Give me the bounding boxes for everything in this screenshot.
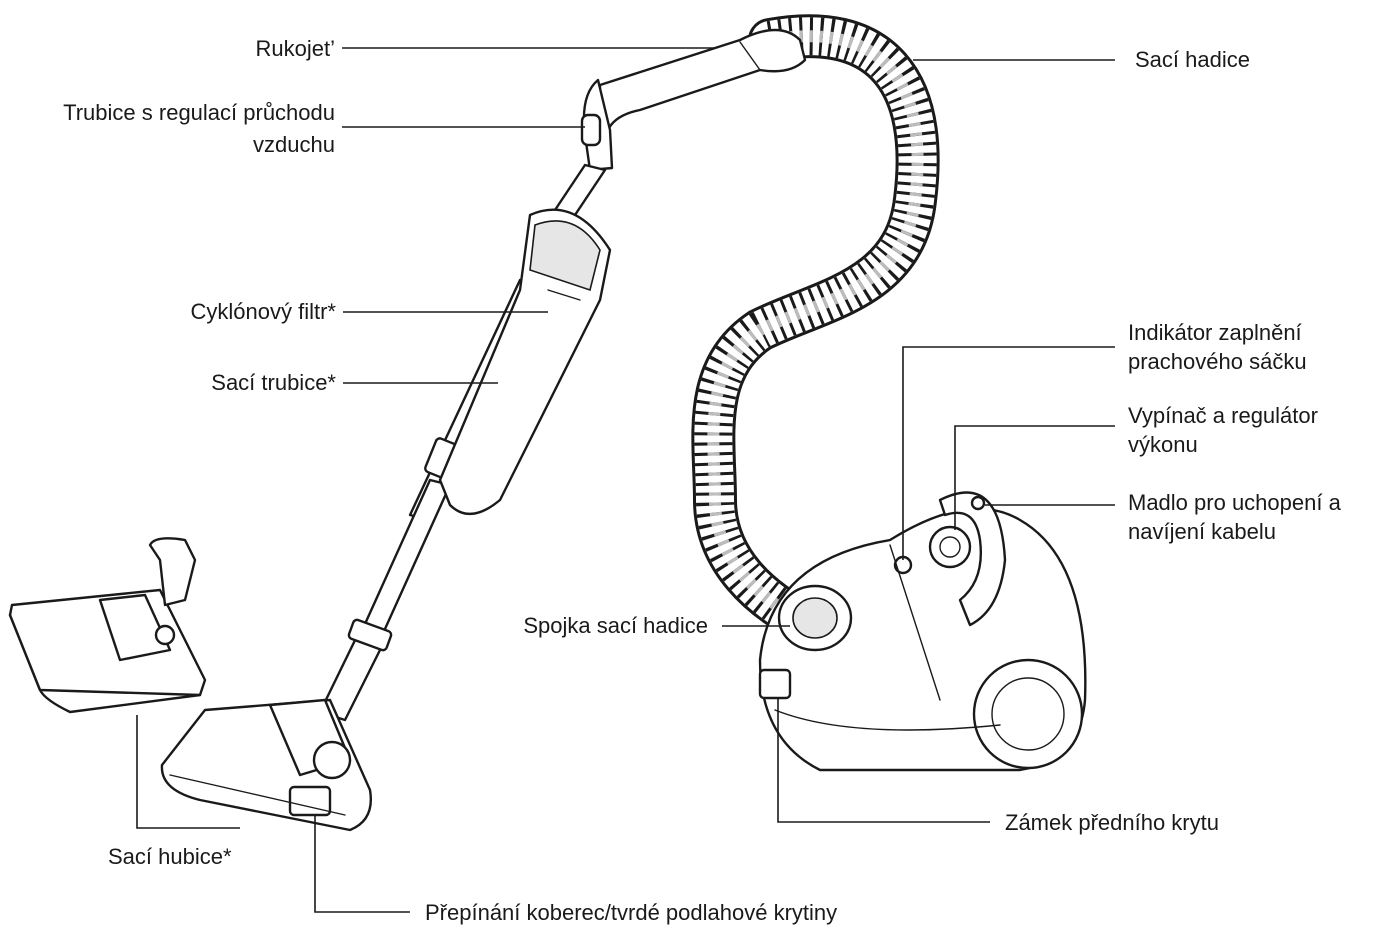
label-airflow-line1: Trubice s regulací průchodu bbox=[63, 100, 335, 125]
label-floor-switch: Přepínání koberec/tvrdé podlahové krytin… bbox=[425, 900, 838, 925]
cover-lock-icon bbox=[758, 668, 792, 700]
carry-handle-icon bbox=[938, 491, 1007, 627]
label-tube: Sací trubice* bbox=[211, 370, 336, 395]
airflow-slider-icon bbox=[580, 113, 602, 147]
label-indicator-line1: Indikátor zaplnění bbox=[1128, 320, 1302, 345]
suction-hose bbox=[691, 14, 940, 647]
label-airflow-line2: vzduchu bbox=[253, 132, 335, 157]
label-cyclone: Cyklónový filtr* bbox=[190, 299, 336, 324]
wheel-icon bbox=[972, 658, 1084, 770]
floor-switch-icon bbox=[288, 785, 332, 817]
power-dial-icon bbox=[928, 525, 972, 569]
cyclone-filter-part bbox=[438, 208, 612, 515]
label-power-line1: Vypínač a regulátor bbox=[1128, 403, 1318, 428]
handle-part bbox=[580, 28, 807, 172]
label-cover-lock: Zámek předního krytu bbox=[1005, 810, 1219, 835]
label-handle: Rukojet’ bbox=[255, 36, 335, 61]
label-nozzle: Sací hubice* bbox=[108, 844, 232, 869]
vacuum-body bbox=[758, 491, 1087, 772]
leader-lines bbox=[136, 47, 1115, 913]
floor-nozzle-detached bbox=[8, 537, 207, 714]
label-hose: Sací hadice bbox=[1135, 47, 1250, 72]
label-indicator-line2: prachového sáčku bbox=[1128, 349, 1307, 374]
label-carry-line1: Madlo pro uchopení a bbox=[1128, 490, 1341, 515]
label-coupling: Spojka sací hadice bbox=[523, 613, 708, 638]
label-power-line2: výkonu bbox=[1128, 432, 1198, 457]
label-carry-line2: navíjení kabelu bbox=[1128, 519, 1276, 544]
floor-nozzle-attached bbox=[160, 698, 372, 832]
